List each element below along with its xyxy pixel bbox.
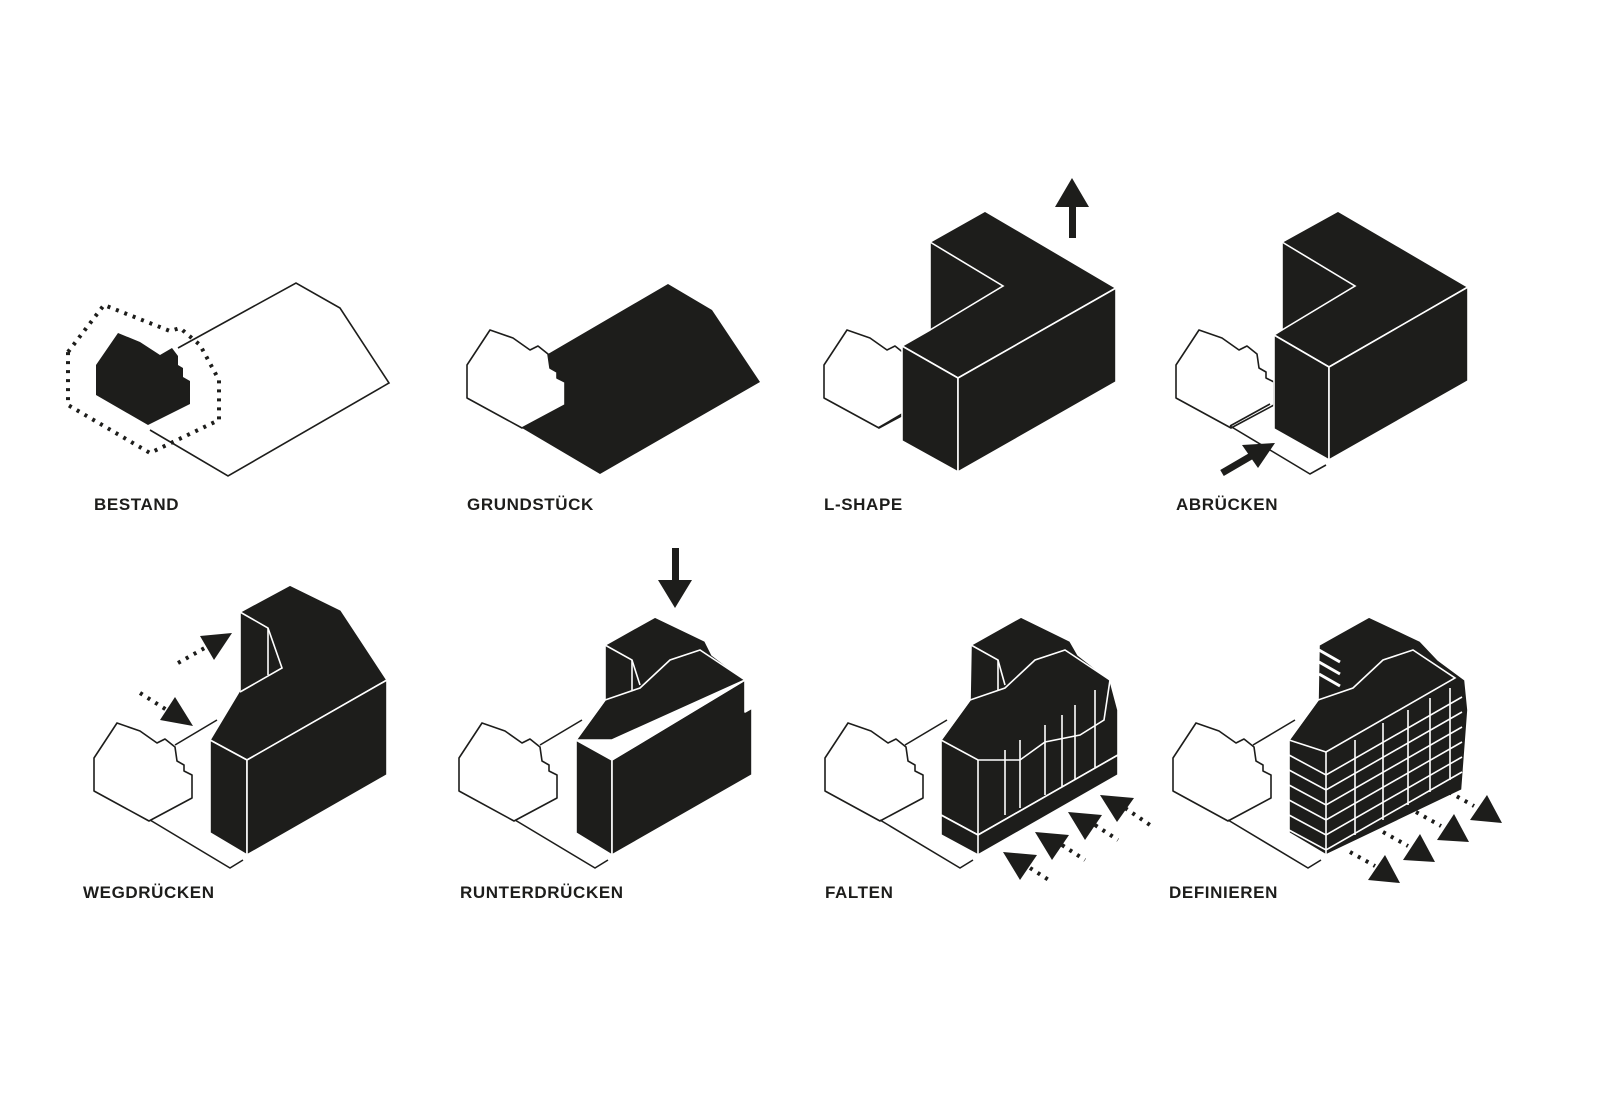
existing-house-outline <box>824 722 924 822</box>
site-plot <box>522 284 760 474</box>
dotted-arrow-icon <box>177 633 232 665</box>
dotted-arrow-icon <box>1068 812 1120 842</box>
panel-definieren <box>1172 616 1502 883</box>
step-label-bestand: BESTAND <box>94 495 180 514</box>
arrow-up-icon <box>1055 178 1089 238</box>
dotted-arrow-icon <box>1448 790 1502 823</box>
step-label-grundstueck: GRUNDSTÜCK <box>467 495 594 514</box>
step-label-abruecken: ABRÜCKEN <box>1176 495 1279 514</box>
dotted-arrow-icon <box>1035 832 1087 862</box>
arrow-diagonal-icon <box>1220 443 1275 477</box>
existing-house-outline <box>1172 722 1272 822</box>
step-label-definieren: DEFINIEREN <box>1169 883 1278 902</box>
existing-house-outline <box>93 722 193 822</box>
site-outline <box>149 282 391 477</box>
dotted-arrow-icon <box>1349 850 1400 883</box>
dotted-arrow-icon <box>138 691 193 726</box>
dotted-arrow-icon <box>1415 810 1469 842</box>
panel-falten <box>824 616 1152 884</box>
existing-house-outline <box>1175 329 1275 429</box>
panel-runterdruecken <box>458 548 753 869</box>
existing-house-outline <box>458 722 558 822</box>
panel-abruecken <box>1175 210 1469 477</box>
arrow-down-icon <box>658 548 692 608</box>
dotted-arrow-icon <box>1382 830 1435 862</box>
panel-wegdruecken <box>93 584 388 869</box>
panel-grundstueck <box>466 284 760 474</box>
dotted-arrow-icon <box>1003 852 1054 884</box>
existing-house-outline <box>466 329 566 429</box>
panel-l-shape <box>823 178 1117 473</box>
panel-bestand <box>66 282 391 477</box>
step-label-falten: FALTEN <box>825 883 894 902</box>
step-label-wegdruecken: WEGDRÜCKEN <box>83 883 215 902</box>
dotted-boundary <box>66 302 221 456</box>
step-label-l-shape: L-SHAPE <box>824 495 903 514</box>
dotted-arrow-icon <box>1100 795 1152 827</box>
existing-building <box>96 333 190 425</box>
step-label-runterdruecken: RUNTERDRÜCKEN <box>460 883 624 902</box>
